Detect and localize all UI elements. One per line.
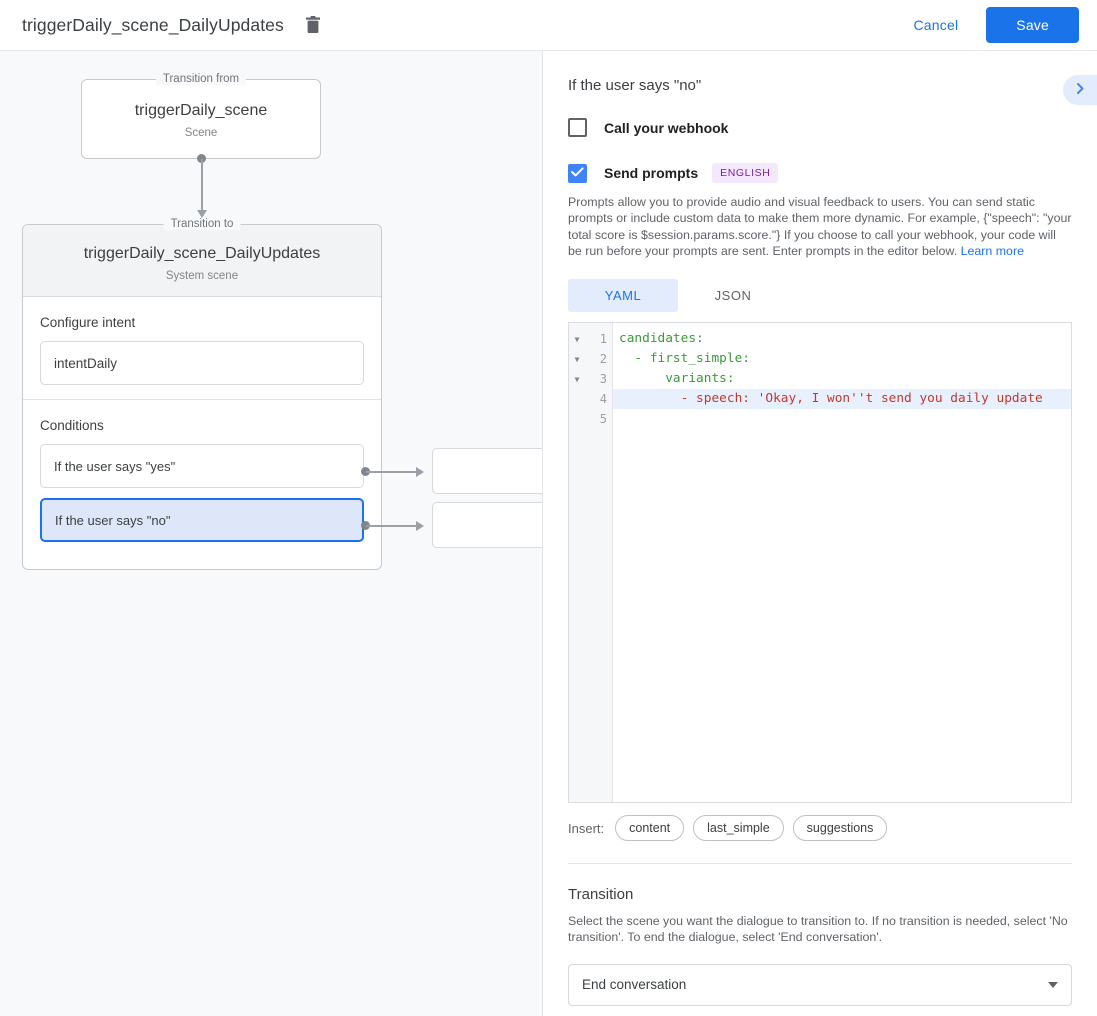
code-line: - first_simple:	[613, 349, 1071, 369]
expand-panel-button[interactable]	[1063, 75, 1097, 105]
fold-arrow-icon[interactable]: ▼	[574, 334, 580, 344]
code-line-text: candidates:	[619, 331, 704, 347]
send-prompts-checkbox[interactable]	[568, 163, 587, 183]
tab-yaml[interactable]: YAML	[568, 279, 678, 313]
condition-yes-line	[366, 471, 416, 473]
configure-intent-label: Configure intent	[40, 315, 136, 330]
chevron-right-icon	[1074, 82, 1087, 98]
insert-chip-content[interactable]: content	[615, 815, 685, 842]
condition-no-line	[366, 525, 416, 527]
line-number: 5	[599, 412, 607, 427]
line-number: 4	[599, 392, 607, 407]
page-title: triggerDaily_scene_DailyUpdates	[22, 14, 284, 35]
checkmark-icon	[571, 164, 584, 182]
line-number: 3	[599, 372, 607, 387]
details-panel-content: If the user says "no" Call your webhook	[543, 51, 1097, 1006]
fold-arrow-icon[interactable]: ▼	[574, 354, 580, 364]
code-line: - speech: 'Okay, I won''t send you daily…	[613, 389, 1071, 410]
line-number: 2	[599, 352, 607, 367]
gutter-row: 4	[569, 389, 612, 409]
condition-yes-dot	[361, 467, 370, 476]
edge-source-dot	[197, 154, 206, 163]
insert-label: Insert:	[568, 820, 605, 836]
code-line	[613, 409, 1071, 429]
transition-title: Transition	[568, 886, 634, 904]
condition-item-no[interactable]: If the user says "no"	[40, 498, 364, 542]
transition-section: Transition Select the scene you want the…	[568, 864, 1072, 1006]
code-line-text: variants:	[619, 371, 735, 387]
editor-format-tabs: YAML JSON	[568, 279, 1072, 313]
prompts-description-text: Prompts allow you to provide audio and v…	[568, 195, 1072, 258]
code-line-text: - first_simple:	[619, 351, 750, 367]
intent-value-box[interactable]: intentDaily	[40, 341, 364, 385]
configure-intent-section: Configure intent intentDaily	[23, 297, 381, 399]
target-card-yes[interactable]	[432, 448, 542, 494]
node-to-subtitle: System scene	[165, 270, 239, 282]
prompts-description: Prompts allow you to provide audio and v…	[568, 194, 1072, 259]
webhook-checkbox[interactable]	[568, 118, 587, 137]
node-transition-from[interactable]: Transition from triggerDaily_scene Scene	[81, 73, 321, 159]
scene-graph-canvas[interactable]: Transition from triggerDaily_scene Scene…	[0, 51, 542, 1016]
conditions-section: Conditions If the user says "yes" If the…	[23, 399, 381, 556]
gutter-row: 5	[569, 409, 612, 429]
node-to-header: triggerDaily_scene_DailyUpdates System s…	[23, 225, 381, 297]
cancel-button[interactable]: Cancel	[900, 8, 973, 42]
panel-title: If the user says "no"	[568, 77, 702, 94]
transition-select-value: End conversation	[582, 977, 687, 993]
condition-yes-arrow	[416, 466, 424, 477]
save-button[interactable]: Save	[986, 7, 1079, 43]
tab-json[interactable]: JSON	[678, 279, 788, 312]
node-to-legend: Transition to	[163, 218, 241, 230]
condition-item-yes[interactable]: If the user says "yes"	[40, 444, 364, 488]
transition-select[interactable]: End conversation	[568, 963, 1072, 1006]
webhook-checkbox-label: Call your webhook	[604, 119, 729, 136]
panel-header: If the user says "no"	[568, 51, 1072, 102]
topbar-actions: Cancel Save	[900, 7, 1079, 43]
condition-no-dot	[361, 521, 370, 530]
gutter-row: ▼ 2	[569, 349, 612, 369]
code-line: candidates:	[613, 329, 1071, 349]
insert-chip-last-simple[interactable]: last_simple	[693, 815, 784, 842]
gutter-row: ▼ 1	[569, 329, 612, 349]
node-transition-to[interactable]: Transition to triggerDaily_scene_DailyUp…	[22, 218, 382, 570]
target-card-no[interactable]	[432, 502, 542, 548]
node-to-title: triggerDaily_scene_DailyUpdates	[83, 245, 321, 262]
top-bar: triggerDaily_scene_DailyUpdates Cancel S…	[0, 0, 1097, 51]
line-number: 1	[599, 332, 607, 347]
code-line-text: - speech: 'Okay, I won''t send you daily…	[619, 391, 1043, 407]
webhook-checkbox-row[interactable]: Call your webhook	[568, 118, 1072, 137]
delete-button[interactable]	[300, 12, 326, 38]
send-prompts-checkbox-label: Send prompts	[604, 165, 699, 181]
prompt-code-editor[interactable]: ▼ 1 ▼ 2 ▼ 3 4 5	[568, 322, 1072, 804]
learn-more-link[interactable]: Learn more	[960, 243, 1024, 258]
fold-arrow-icon[interactable]: ▼	[574, 374, 580, 384]
insert-chip-suggestions[interactable]: suggestions	[792, 815, 888, 842]
insert-chips-row: Insert: content last_simple suggestions	[568, 815, 1072, 842]
edge-arrow-down	[196, 210, 207, 218]
node-from-legend: Transition from	[155, 73, 247, 85]
editor-gutter: ▼ 1 ▼ 2 ▼ 3 4 5	[569, 323, 613, 803]
node-from-title: triggerDaily_scene	[134, 102, 268, 119]
chevron-down-icon	[1048, 981, 1058, 988]
code-line: variants:	[613, 369, 1071, 389]
language-badge: ENGLISH	[712, 163, 779, 183]
edge-line-vertical	[201, 159, 203, 214]
section-divider	[568, 863, 1072, 865]
send-prompts-checkbox-row[interactable]: Send prompts ENGLISH	[568, 163, 1072, 183]
details-panel: If the user says "no" Call your webhook	[542, 51, 1097, 1016]
node-from-subtitle: Scene	[184, 127, 218, 139]
transition-description: Select the scene you want the dialogue t…	[568, 914, 1068, 945]
editor-code-area[interactable]: candidates: - first_simple: variants: - …	[613, 323, 1071, 802]
trash-icon	[305, 16, 321, 34]
gutter-row: ▼ 3	[569, 369, 612, 389]
conditions-label: Conditions	[40, 418, 104, 433]
condition-no-arrow	[416, 520, 424, 531]
